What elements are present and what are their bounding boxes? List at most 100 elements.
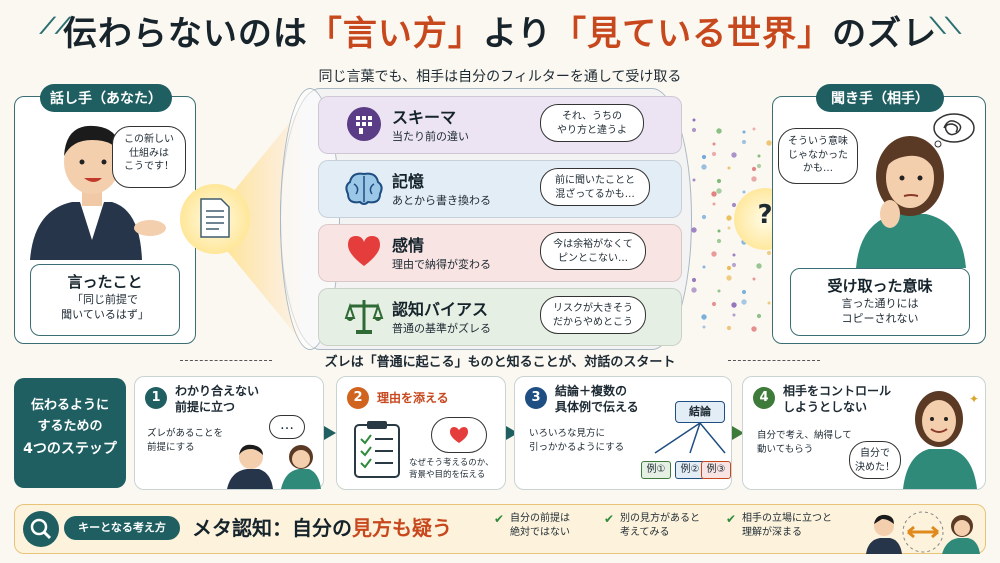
step-4-title: 相手をコントロールしようとしない [783,384,892,415]
scatter-dot [701,164,707,170]
scatter-dot [756,163,762,169]
scatter-dot [691,127,697,133]
key-idea-tag: キーとなる考え方 [64,516,180,540]
speaker-said-body: 「同じ前提で聞いているはず」 [61,293,149,322]
scatter-dot [742,190,746,194]
scatter-dot [726,275,732,281]
brain-icon [345,172,383,205]
step-3-tree-lines [654,423,726,454]
scatter-dot [711,191,717,197]
listener-received-title: 受け取った意味 [827,277,933,295]
speaker-illustration [30,125,166,260]
speaker-tag: 話し手（あなた） [40,84,172,112]
example-box-1: 例① [641,461,671,479]
divider-left [180,360,272,361]
scatter-dot [691,227,697,233]
scatter-dot [701,214,707,220]
step-2-heart-bubble [431,417,487,453]
checklist-icon [354,421,400,478]
step-4-card: 4 相手をコントロールしようとしない 自分で考え、納得して動いてもらう ✦ 自分… [742,376,986,490]
filter-sub-bias: 普通の基準がズレる [392,322,491,335]
listener-received-box: 受け取った意味 言った通りにはコピーされない [790,268,970,336]
scatter-dot [741,289,747,295]
scatter-dot [766,250,772,256]
step-arrow-2 [506,426,518,440]
svg-text:✦: ✦ [969,392,979,406]
step-4-bubble: 自分で決めた！ [849,441,901,479]
step-arrow-1 [324,426,336,440]
scatter-dot [756,313,762,319]
filter-title-memory: 記憶 [392,172,425,191]
scale-icon [344,300,384,334]
listener-bubble: そういう意味じゃなかったかも… [778,128,858,184]
step-3-title: 結論＋複数の具体例で伝える [555,384,639,415]
example-box-3: 例③ [701,461,731,479]
scatter-dot [701,154,707,160]
scatter-dot [732,253,736,257]
scatter-dot [726,325,732,331]
check-icon: ✔ [726,512,737,526]
scatter-dot [767,301,771,305]
step-2-body: なぜそう考えるのか、背景や目的を伝える [409,458,494,481]
scatter-dot [731,302,737,308]
step-1-body: ズレがあることを前提にする [147,428,224,453]
scatter-dot [701,314,707,320]
scatter-dot [702,325,706,329]
filter-sub-memory: あとから書き換わる [392,194,491,207]
perspective-swap-illustration [866,511,980,554]
question-mark: ? [757,200,773,230]
step-1-bubble: … [269,415,305,439]
filter-bubble-emotion: 今は余裕がなくてピンとこない… [540,232,646,270]
scatter-dot [716,128,722,134]
meta-cognition-heading: メタ認知：自分の見方も疑う [192,516,452,540]
scatter-dot [752,277,756,281]
scatter-dot [741,299,747,305]
thought-tangle-icon [933,113,975,148]
scatter-dot [716,178,722,184]
bottom-point-3: 相手の立場に立つと理解が深まる [742,513,832,538]
filter-title-emotion: 感情 [392,236,425,255]
scatter-dot [716,188,722,194]
heart-icon [450,427,468,443]
check-icon: ✔ [494,512,505,526]
scatter-dot [711,151,717,157]
scatter-dot [711,251,717,257]
step-arrow-3 [732,426,744,440]
scatter-dot [726,215,732,221]
scatter-dot [726,265,732,271]
scatter-dot [691,287,697,293]
heart-icon [348,236,380,266]
step-1-card: 1 わかり合えない前提に立つ ズレがあることを前提にする … [134,376,324,490]
head-magnifier-icon [23,511,59,547]
divider-right [728,360,820,361]
scatter-dot [751,176,757,182]
step-4-body: 自分で考え、納得して動いてもらう [757,430,852,455]
step-4-number: 4 [753,387,775,409]
listener-illustration [856,136,966,268]
bottom-point-1: 自分の前提は絶対ではない [510,513,570,538]
divider-text: ズレは「普通に起こる」ものと知ることが、対話のスタート [324,355,676,370]
scatter-dot [732,313,736,317]
speaker-said-title: 言ったこと [67,273,143,291]
scatter-dot [711,301,717,307]
step-1-people-illustration [227,444,321,489]
scatter-dot [717,289,721,293]
scatter-dot [751,326,757,332]
scatter-dot [756,263,762,269]
step-3-conclusion-box: 結論 [675,401,725,423]
title-deco-right: ⟍⟍ [930,14,961,39]
scatter-dot [727,226,731,230]
check-icon: ✔ [604,512,615,526]
scatter-dot [741,139,747,145]
title-deco-left: ⟋⟋ [40,14,71,39]
scatter-dot [712,202,716,206]
step-4-woman-illustration: ✦ [903,391,979,489]
step-3-number: 3 [525,387,547,409]
step-1-number: 1 [145,387,167,409]
scatter-dot [692,118,696,122]
page-title: 伝わらないのは「言い方」より「見ている世界」のズレ [62,14,938,54]
step-2-number: 2 [347,387,369,409]
scatter-dot [752,127,756,131]
listener-received-body: 言った通りにはコピーされない [841,297,919,326]
scatter-dot [751,166,757,172]
